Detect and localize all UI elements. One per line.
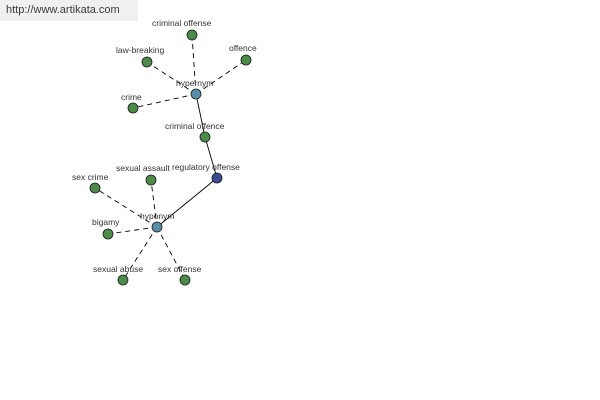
label-sex-offense: sex offense [158,264,202,274]
edge-hyponym-sex-offense [156,226,186,281]
label-offence: offence [229,43,257,53]
node-hypernym[interactable] [190,88,202,100]
edge-hyponym-sex-crime [94,187,158,228]
edge-hypernym-law-breaking [146,61,197,95]
node-criminal-offense[interactable] [186,29,198,41]
node-sexual-abuse[interactable] [117,274,129,286]
label-sexual-abuse: sexual abuse [93,264,143,274]
edge-hypernym-crime [132,93,197,109]
node-sex-offense[interactable] [179,274,191,286]
label-hypernym: hypernym [176,78,213,88]
node-regulatory-offense[interactable] [211,172,223,184]
node-sexual-assault[interactable] [145,174,157,186]
node-sex-crime[interactable] [89,182,101,194]
label-hyponym: hyponym [140,211,175,221]
edge-hyponym-sexual-assault [150,179,158,228]
label-sex-crime: sex crime [72,172,109,182]
label-crime: crime [121,92,142,102]
edge-hypernym-offence [195,59,247,95]
watermark-banner: http://www.artikata.com [0,0,138,21]
edge-hyponym-bigamy [107,226,158,235]
label-law-breaking: law-breaking [116,45,164,55]
node-bigamy[interactable] [102,228,114,240]
edges-layer [94,34,247,281]
edge-regulatory-offense-hyponym [156,177,218,228]
node-law-breaking[interactable] [141,56,153,68]
node-hyponym[interactable] [151,221,163,233]
edge-hypernym-criminal-offense [191,34,197,95]
labels-layer: criminal offense law-breaking offence hyper… [72,18,257,274]
nodes-layer [89,29,252,286]
label-criminal-offense: criminal offense [152,18,212,28]
label-regulatory-offense: regulatory offense [172,162,240,172]
watermark-url: http://www.artikata.com [6,4,120,16]
edge-hypernym-criminal-offence [195,93,206,138]
edge-hyponym-sexual-abuse [122,226,158,281]
label-criminal-offence: criminal offence [165,121,225,131]
node-criminal-offence[interactable] [199,131,211,143]
label-sexual-assault: sexual assault [116,163,171,173]
edge-criminal-offence-regulatory-offense [204,136,218,179]
node-crime[interactable] [127,102,139,114]
label-bigamy: bigamy [92,217,120,227]
node-offence[interactable] [240,54,252,66]
